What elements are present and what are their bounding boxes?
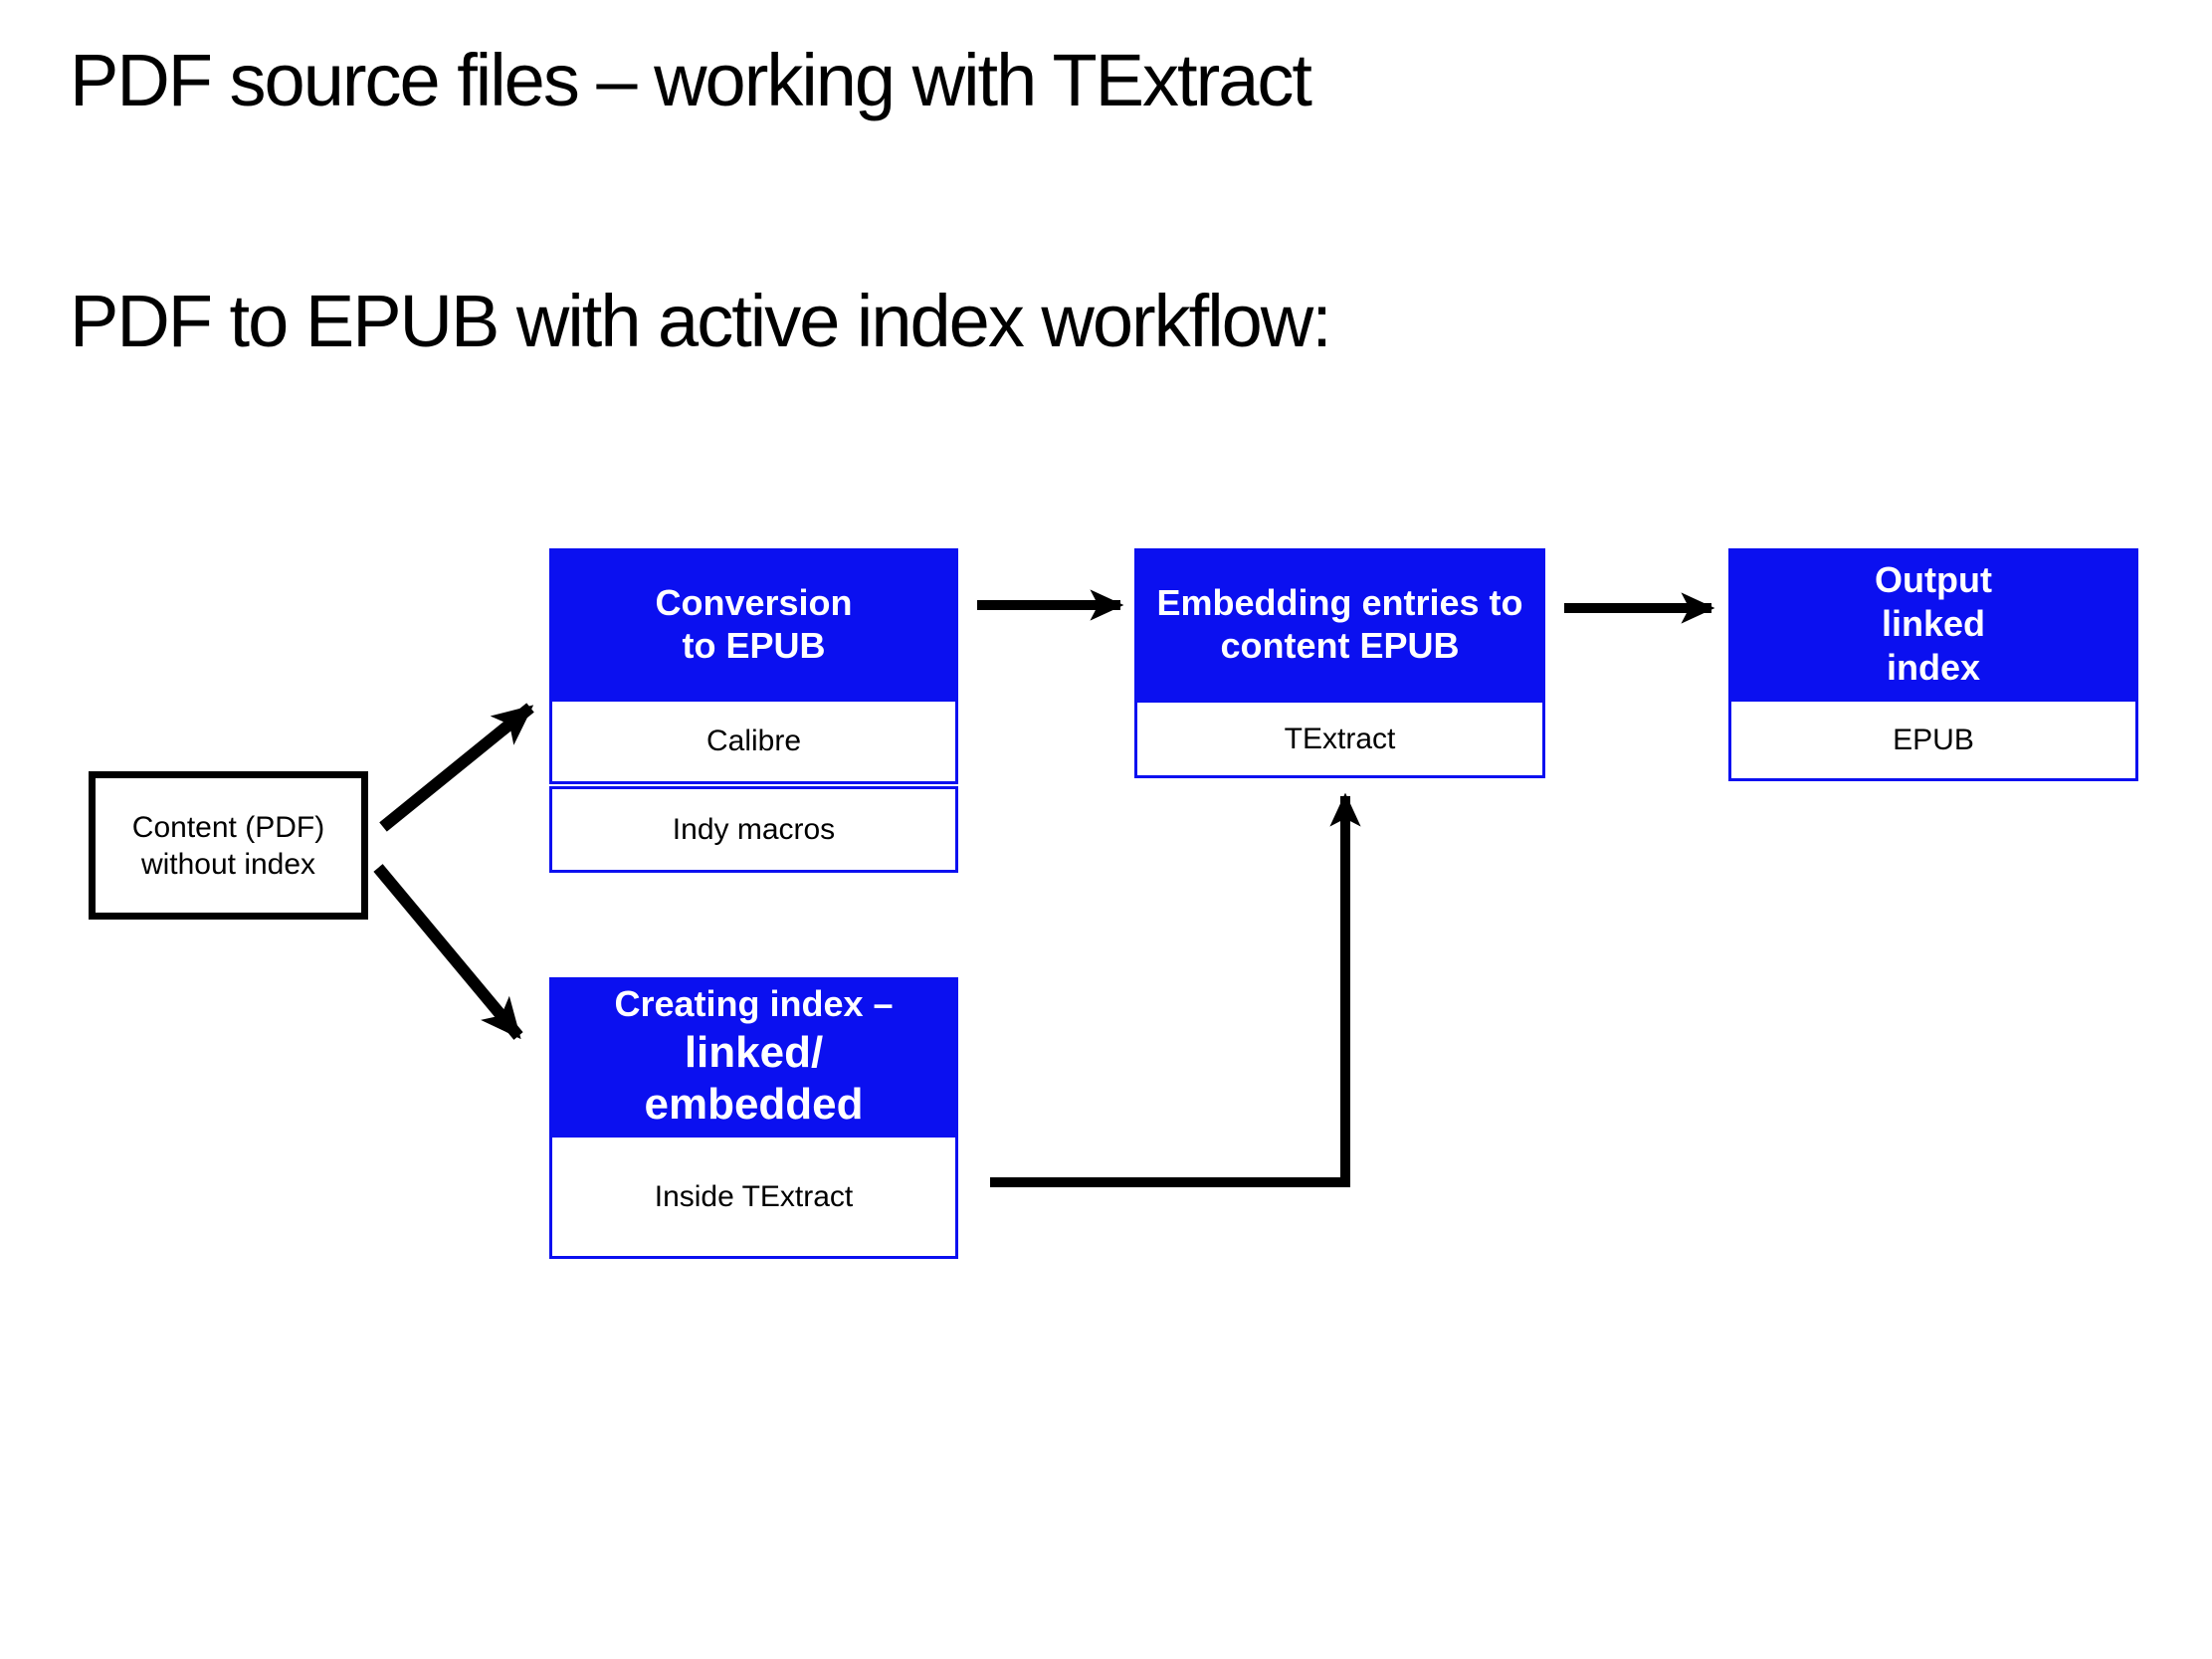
content-pdf-box-line2: without index (140, 847, 316, 881)
creating-header-line1: Creating index – (614, 983, 894, 1024)
conversion-header-line2: to EPUB (682, 624, 826, 666)
output-header-line3: index (1886, 646, 1981, 688)
creating-row-inside-textract: Inside TExtract (549, 1135, 958, 1259)
output-row-epub: EPUB (1728, 699, 2138, 781)
embedding-row-textract: TExtract (1134, 700, 1545, 778)
conversion-row-calibre: Calibre (549, 699, 958, 784)
output-linked-index-box: Output linked index EPUB (1728, 548, 2138, 781)
conversion-row-indy-macros: Indy macros (549, 786, 958, 873)
creating-box-header: Creating index – linked/ embedded (549, 977, 958, 1135)
embedding-header-line1: Embedding entries to (1156, 582, 1523, 623)
output-box-header: Output linked index (1728, 548, 2138, 699)
content-pdf-box: Content (PDF) without index (89, 771, 368, 920)
creating-header-line3: embedded (644, 1080, 864, 1129)
creating-index-box: Creating index – linked/ embedded Inside… (549, 977, 958, 1259)
conversion-box-header: Conversion to EPUB (549, 548, 958, 699)
conversion-header-line1: Conversion (655, 581, 853, 623)
arrow-creating-to-embedding (990, 792, 1361, 1187)
creating-header-line2: linked/ (684, 1028, 824, 1077)
arrow-content-to-creating (373, 864, 523, 1040)
arrow-content-to-conversion (379, 703, 534, 832)
output-header-line2: linked (1881, 602, 1986, 644)
slide-subtitle: PDF to EPUB with active index workflow: (70, 280, 1332, 362)
embedding-entries-box: Embedding entries to content EPUB TExtra… (1134, 548, 1545, 778)
content-pdf-box-line1: Content (PDF) (131, 810, 325, 844)
embedding-header-line2: content EPUB (1220, 625, 1460, 666)
slide-title: PDF source files – working with TExtract (70, 39, 1312, 121)
conversion-to-epub-box: Conversion to EPUB Calibre Indy macros (549, 548, 958, 873)
output-header-line1: Output (1875, 558, 1992, 600)
embedding-box-header: Embedding entries to content EPUB (1134, 548, 1545, 700)
